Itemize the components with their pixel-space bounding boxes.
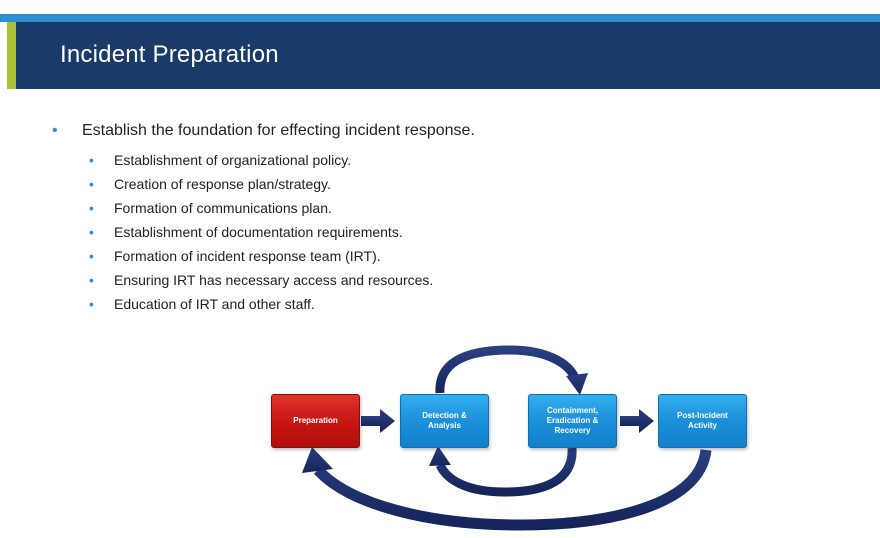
containment-label: Containment, Eradication & Recovery — [546, 406, 599, 435]
sub-bullet: • Establishment of documentation require… — [89, 224, 403, 240]
preparation-label: Preparation — [293, 416, 338, 425]
sub-bullet-text: Formation of incident response team (IRT… — [114, 248, 381, 264]
sub-bullet: • Education of IRT and other staff. — [89, 296, 315, 312]
main-bullet: • Establish the foundation for effecting… — [52, 122, 475, 140]
sub-bullet-text: Establishment of organizational policy. — [114, 152, 352, 168]
arrow-containment-to-postincident — [620, 409, 654, 433]
bullet-dot-icon: • — [89, 224, 94, 240]
bullet-dot-icon: • — [89, 248, 94, 264]
slide-title: Incident Preparation — [60, 41, 279, 68]
detection-analysis-label: Detection & Analysis — [422, 411, 467, 430]
main-bullet-text: Establish the foundation for effecting i… — [82, 122, 475, 139]
bullet-dot-icon: • — [89, 296, 94, 312]
arrow-detection-to-containment — [435, 345, 588, 395]
arrow-postincident-to-preparation — [302, 447, 712, 531]
bullet-dot-icon: • — [89, 272, 94, 288]
bullet-dot-icon: • — [89, 152, 94, 168]
slide-header: Incident Preparation — [7, 22, 880, 89]
preparation-box: Preparation — [271, 394, 360, 448]
sub-bullet-text: Creation of response plan/strategy. — [114, 176, 331, 192]
arrow-containment-to-detection — [429, 446, 577, 497]
sub-bullet: • Creation of response plan/strategy. — [89, 176, 331, 192]
sub-bullet-text: Formation of communications plan. — [114, 200, 332, 216]
top-accent-bar — [0, 14, 880, 22]
detection-analysis-box: Detection & Analysis — [400, 394, 489, 448]
post-incident-label: Post-Incident Activity — [677, 411, 728, 430]
sub-bullet-text: Education of IRT and other staff. — [114, 296, 315, 312]
arrow-prep-to-detection — [361, 409, 395, 433]
sub-bullet: • Establishment of organizational policy… — [89, 152, 352, 168]
sub-bullet-text: Ensuring IRT has necessary access and re… — [114, 272, 434, 288]
bullet-dot-icon: • — [89, 176, 94, 192]
bullet-dot-icon: • — [52, 122, 58, 139]
bullet-dot-icon: • — [89, 200, 94, 216]
sub-bullet-text: Establishment of documentation requireme… — [114, 224, 403, 240]
sub-bullet: • Formation of communications plan. — [89, 200, 332, 216]
containment-box: Containment, Eradication & Recovery — [528, 394, 617, 448]
sub-bullet: • Ensuring IRT has necessary access and … — [89, 272, 434, 288]
sub-bullet: • Formation of incident response team (I… — [89, 248, 381, 264]
post-incident-box: Post-Incident Activity — [658, 394, 747, 448]
